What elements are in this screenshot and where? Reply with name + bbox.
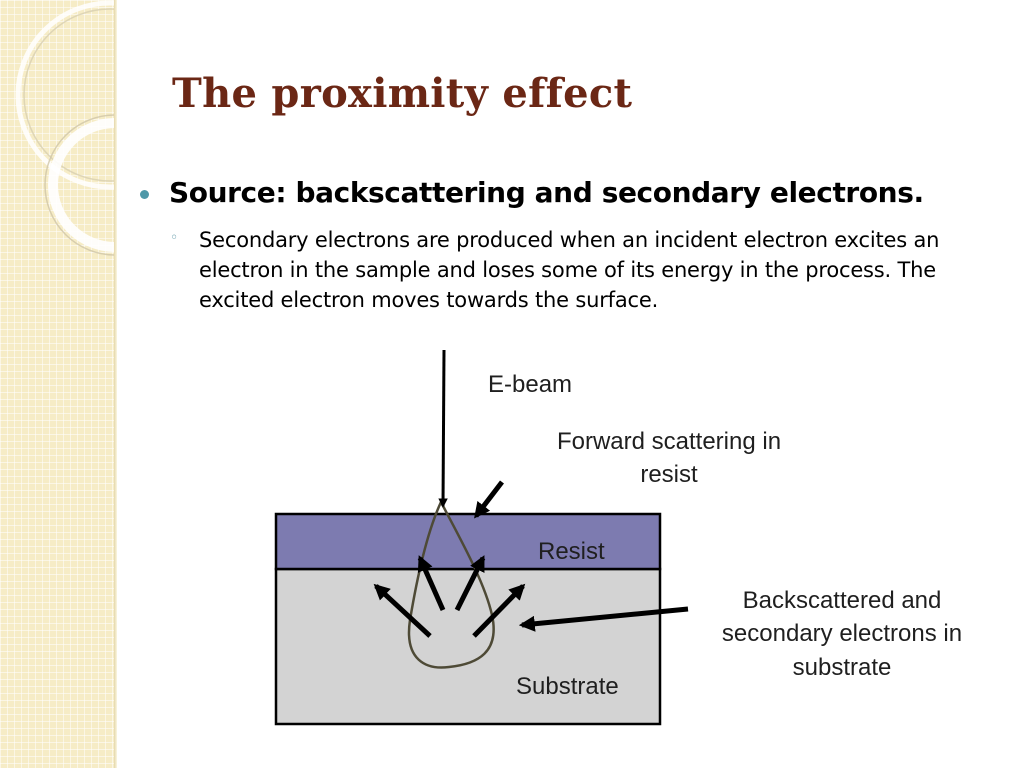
backscatter-arrow: [417, 555, 446, 612]
sub-bullet-text: Secondary electrons are produced when an…: [199, 228, 940, 312]
backscatter-arrow: [454, 555, 486, 612]
backscatter-label-arrow: [518, 606, 689, 632]
backscatter-label: secondary electrons in: [722, 620, 962, 647]
bullet-dot-icon: [140, 190, 149, 199]
forward-scattering-arrow: [474, 480, 504, 519]
substrate-layer: [274, 567, 662, 726]
backscatter-arrow: [472, 583, 526, 638]
ebeam-label: E-beam: [488, 371, 572, 398]
decorative-circles: [15, 0, 114, 256]
backscatter-label: Backscattered and: [743, 587, 942, 614]
forward-scattering-label: Forward scattering in: [557, 428, 781, 455]
decorative-side-band: [0, 0, 114, 768]
resist-label: Resist: [538, 538, 605, 565]
main-bullet-text: Source: backscattering and secondary ele…: [169, 176, 924, 209]
backscatter-label: substrate: [793, 654, 892, 681]
backscatter-arrow: [373, 583, 432, 638]
side-band-edge: [114, 0, 117, 768]
slide-title: The proximity effect: [172, 70, 633, 117]
proximity-effect-diagram: E-beam Forward scattering in resist Resi…: [274, 349, 962, 726]
ebeam-arrow: [438, 349, 448, 508]
substrate-label: Substrate: [516, 673, 619, 700]
sub-bullet-ring-icon: ◦: [170, 230, 179, 246]
resist-layer: [274, 512, 662, 571]
forward-scattering-label: resist: [640, 461, 698, 488]
